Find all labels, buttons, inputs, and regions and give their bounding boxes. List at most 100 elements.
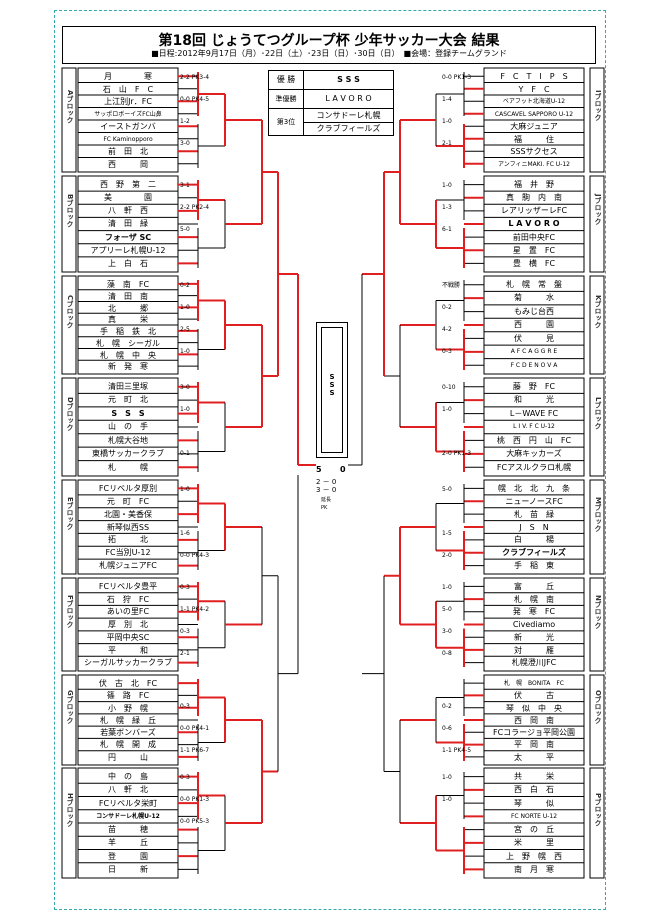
- team-name: 拓 北: [108, 535, 148, 545]
- team-name: イーストガンバ: [100, 122, 156, 131]
- team-name: アプリーレ札幌U-12: [90, 245, 166, 255]
- match-score-label: 1-2: [180, 118, 190, 125]
- match-score-label: 0-6: [442, 725, 452, 732]
- left_blocks-block-label-box: [61, 275, 77, 375]
- match-score-label: 0-3: [180, 628, 190, 635]
- match-score-label: 0-2: [442, 703, 452, 710]
- team-name: 北 郷: [108, 303, 148, 313]
- team-name: ニューノースFC: [505, 496, 563, 506]
- match-score-label: 1-0: [442, 584, 452, 591]
- third-team-2: クラブフィールズ: [316, 124, 381, 133]
- match-score-label: 0-3: [180, 774, 190, 781]
- team-name: 琴 似: [514, 798, 554, 808]
- match-score-label: 0-3: [180, 584, 190, 591]
- team-name: F C D E N O V A: [510, 361, 558, 369]
- final-box: SSS: [316, 322, 348, 458]
- team-name: FCリベルタ豊平: [98, 582, 158, 591]
- team-name: 富 丘: [514, 582, 554, 591]
- team-name: 日 新: [108, 864, 148, 874]
- match-score-label: 1-0: [442, 406, 452, 413]
- team-name: 豊 横 FC: [512, 258, 556, 268]
- team-name: もみじ台西: [514, 306, 554, 316]
- team-name: FCリベルタ厚別: [98, 484, 158, 493]
- team-name: 北園・美香保: [104, 509, 152, 519]
- team-name: 西 園: [514, 320, 554, 330]
- team-name: 藻 南 FC: [106, 280, 150, 289]
- prize-table: 優 勝 S S S 準優勝 L A V O R O 第3位 コンサドーレ札幌 ク…: [268, 70, 394, 136]
- match-score-label: 0-0 PK1-3: [180, 796, 210, 803]
- team-name: サッポロボーイズFC山鼻: [94, 110, 162, 118]
- match-score-label: 5-0: [442, 486, 452, 493]
- team-name: 太 平: [514, 752, 554, 762]
- match-score-label: 1-0: [442, 182, 452, 189]
- left_blocks-block-label: Cブロック: [66, 295, 74, 329]
- match-score-label: 1-0: [180, 486, 190, 493]
- match-score-label: 3-1: [180, 182, 190, 189]
- team-name: クラブフィールズ: [502, 548, 566, 558]
- left_blocks-block-label-box: [61, 767, 77, 879]
- match-score-label: 1-3: [442, 204, 452, 211]
- team-name: 幌 北 北 九 条: [498, 484, 570, 493]
- match-score-label: 1-0: [442, 774, 452, 781]
- team-name: 札幌大谷地: [108, 435, 148, 445]
- team-name: 新琴似西SS: [106, 522, 150, 532]
- team-name: 平 岡 南: [514, 740, 554, 750]
- team-name: 伏 古: [514, 691, 554, 701]
- match-score-label: 1-1 PK4-2: [180, 606, 210, 613]
- match-score-label: 2-0 PK1-3: [442, 450, 472, 457]
- team-name: 共 栄: [514, 772, 554, 781]
- team-name: S S S: [111, 408, 145, 418]
- team-name: 札 幌 開 成: [100, 740, 156, 750]
- team-name: 新 光: [514, 632, 554, 642]
- match-score-label: 1-1 PK6-7: [180, 747, 210, 754]
- team-name: レアリッザーレFC: [500, 206, 568, 216]
- team-name: 福 井 野: [514, 180, 554, 189]
- right_blocks-block-label: Lブロック: [594, 397, 602, 430]
- page-title: 第18回 じょうてつグループ杯 少年サッカー大会 結果: [158, 33, 500, 49]
- team-name: 手 稲 東: [514, 561, 554, 571]
- team-name: 藤 野 FC: [512, 382, 556, 391]
- team-name: 宮 の 丘: [514, 825, 554, 834]
- runner-label: 準優勝: [269, 90, 304, 109]
- team-name: 札 幌 緑 丘: [100, 715, 156, 725]
- match-score-label: 0-8: [442, 650, 452, 657]
- team-name: 福 住: [514, 134, 554, 144]
- team-name: L－WAVE FC: [509, 408, 559, 418]
- final-note: 延長 PK: [321, 497, 332, 511]
- right_blocks-block-label: Mブロック: [594, 497, 602, 532]
- team-name: 札 幌 常 盤: [506, 280, 562, 289]
- match-score-label: 0-0 PK1-3: [442, 74, 472, 81]
- match-score-label: 5-0: [180, 226, 190, 233]
- team-name: FCアスルクラロ札幌: [496, 462, 572, 472]
- right_blocks-block-label-box: [589, 577, 605, 672]
- team-name: 伏 見: [514, 333, 554, 343]
- match-score-label: 1-0: [442, 796, 452, 803]
- page-subtitle: ■日程:2012年9月17日（月）･22日（土）･23日（日）･30日（日） ■…: [151, 49, 507, 58]
- match-score-label: 4-2: [442, 326, 452, 333]
- team-name: 大麻ジュニア: [510, 122, 558, 131]
- winner-label: 優 勝: [269, 71, 304, 90]
- team-name: FCリベルタ栄町: [98, 798, 158, 808]
- right_blocks-block-label: Pブロック: [594, 793, 602, 827]
- team-name: FC Kaminopporo: [103, 135, 153, 143]
- team-name: F C T I P S: [500, 72, 568, 81]
- team-name: 平岡中央SC: [106, 632, 150, 642]
- team-name: 西 白 石: [514, 785, 554, 795]
- match-score-label: 2-5: [180, 326, 190, 333]
- team-name: 西 岡 南: [514, 715, 554, 725]
- match-score-label: 0-3: [180, 703, 190, 710]
- left_blocks-block-label: Aブロック: [66, 90, 74, 124]
- right_blocks-block-label: Kブロック: [594, 295, 602, 329]
- right_blocks-block-label-box: [589, 175, 605, 273]
- team-name: 元 町 北: [108, 395, 148, 405]
- team-name: 前田中央FC: [512, 232, 556, 242]
- team-name: 白 楊: [514, 535, 554, 545]
- left_blocks-block-label-box: [61, 175, 77, 273]
- right_blocks-block-label-box: [589, 767, 605, 879]
- team-name: 厚 別 北: [108, 620, 148, 630]
- right_blocks-block-label-box: [589, 275, 605, 375]
- winner-name: S S S: [304, 71, 393, 90]
- team-name: 山 の 手: [108, 422, 148, 432]
- final-winner: SSS: [328, 373, 336, 397]
